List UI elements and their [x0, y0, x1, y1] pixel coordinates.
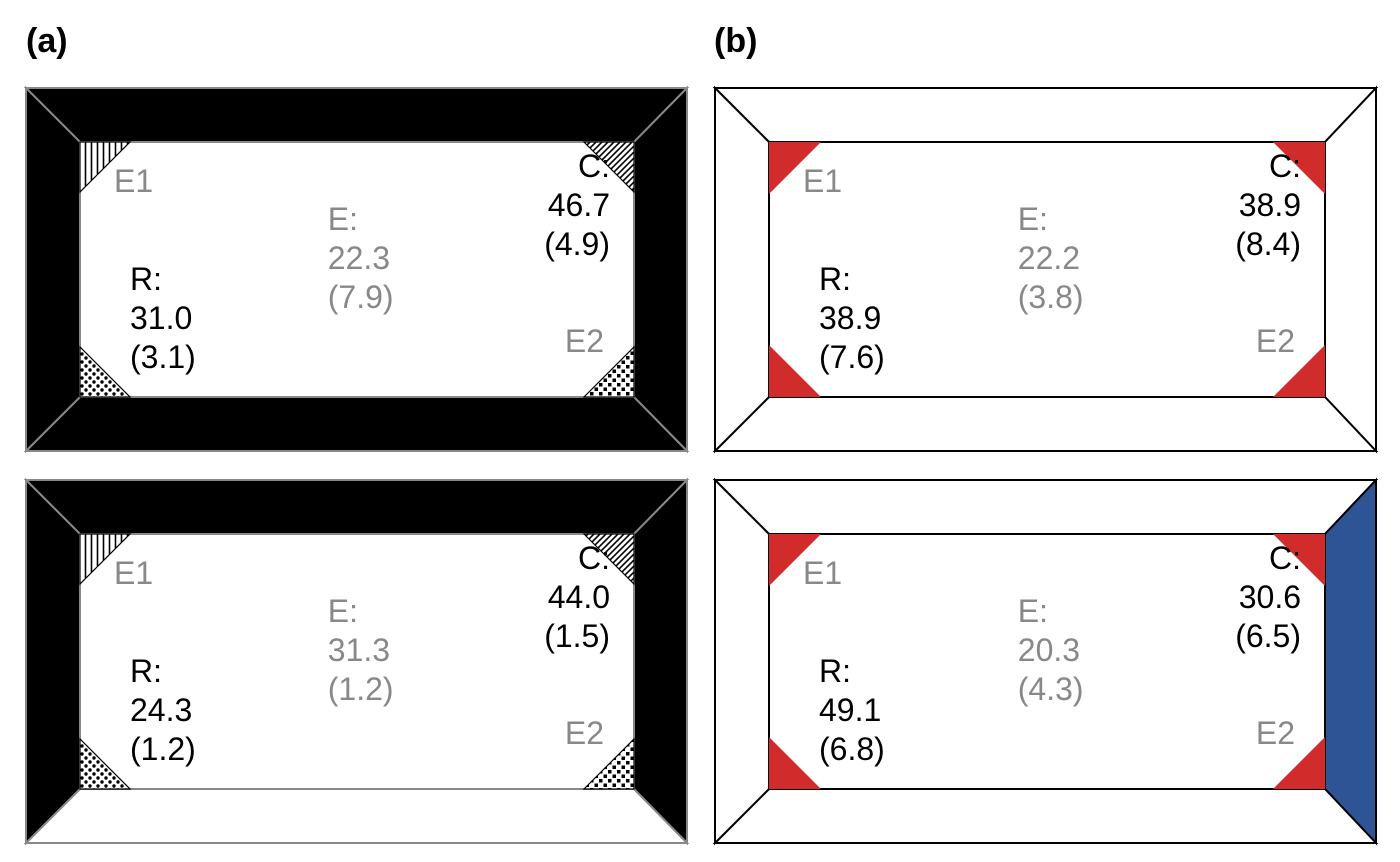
corner-zone-tr [1273, 534, 1325, 586]
wall-bottom [23, 788, 690, 844]
label-e2: E2 [565, 323, 604, 359]
label-c-value: 46.7 [548, 187, 610, 223]
corner-zone-br [582, 737, 635, 790]
corner-zone-tr [582, 533, 635, 586]
label-e1: E1 [803, 555, 842, 591]
label-e1: E1 [803, 163, 842, 199]
label-c-head: C: [578, 148, 610, 184]
label-r-value: 49.1 [819, 692, 881, 728]
label-e-sd: (3.8) [1018, 279, 1084, 315]
label-c-sd: (4.9) [544, 226, 610, 262]
label-c-head: C: [1269, 540, 1301, 576]
label-c-head: C: [578, 540, 610, 576]
label-e-sd: (4.3) [1018, 671, 1084, 707]
wall-left [25, 85, 81, 454]
label-e-sd: (1.2) [328, 671, 394, 707]
corner-zone-bl [769, 737, 821, 789]
wall-top [712, 87, 1379, 143]
corner-zone-tr [1273, 142, 1325, 194]
arena-floor [768, 141, 1326, 398]
label-e-value: 22.3 [328, 240, 390, 276]
label-e-head: E: [1018, 201, 1048, 237]
label-r-head: R: [130, 653, 162, 689]
arena-floor [79, 141, 635, 398]
wall-right [1324, 477, 1377, 846]
corner-zone-br [1273, 345, 1325, 397]
corner-zone-tl [769, 142, 821, 194]
wall-bottom [23, 396, 690, 452]
label-e-head: E: [328, 201, 358, 237]
wall-bottom [712, 396, 1379, 452]
corner-zone-bl [79, 345, 132, 398]
wall-top [712, 479, 1379, 535]
label-r-sd: (1.2) [130, 731, 196, 767]
label-c-sd: (6.5) [1235, 618, 1301, 654]
corner-zone-tl [79, 533, 132, 586]
corner-zone-tl [79, 141, 132, 194]
label-r-value: 31.0 [130, 300, 192, 336]
label-e-head: E: [328, 593, 358, 629]
label-e-value: 22.2 [1018, 240, 1080, 276]
label-e-head: E: [1018, 593, 1048, 629]
wall-bottom [712, 788, 1379, 844]
label-e2: E2 [1256, 323, 1295, 359]
corner-zone-bl [79, 737, 132, 790]
label-e2: E2 [565, 715, 604, 751]
wall-right [1324, 85, 1377, 454]
label-r-sd: (3.1) [130, 339, 196, 375]
label-c-sd: (1.5) [544, 618, 610, 654]
wall-right [633, 477, 688, 846]
arena-floor [79, 533, 635, 790]
label-r-head: R: [130, 261, 162, 297]
label-r-head: R: [819, 261, 851, 297]
corner-zone-tl [769, 534, 821, 586]
wall-top [23, 479, 690, 535]
label-c-head: C: [1269, 148, 1301, 184]
wall-left [714, 85, 770, 454]
arena-floor [768, 533, 1326, 790]
label-e1: E1 [114, 163, 153, 199]
corner-zone-bl [769, 345, 821, 397]
label-e-value: 31.3 [328, 632, 390, 668]
label-r-value: 24.3 [130, 692, 192, 728]
label-e-value: 20.3 [1018, 632, 1080, 668]
label-c-value: 38.9 [1239, 187, 1301, 223]
panel-label-a: (a) [26, 22, 68, 60]
label-r-sd: (7.6) [819, 339, 885, 375]
label-r-head: R: [819, 653, 851, 689]
corner-zone-tr [582, 141, 635, 194]
label-c-sd: (8.4) [1235, 226, 1301, 262]
label-e-sd: (7.9) [328, 279, 394, 315]
corner-zone-br [582, 345, 635, 398]
label-r-sd: (6.8) [819, 731, 885, 767]
panel-label-b: (b) [714, 22, 758, 60]
label-e2: E2 [1256, 715, 1295, 751]
label-e1: E1 [114, 555, 153, 591]
label-r-value: 38.9 [819, 300, 881, 336]
wall-left [25, 477, 81, 846]
wall-right [633, 85, 688, 454]
wall-left [714, 477, 770, 846]
corner-zone-br [1273, 737, 1325, 789]
wall-top [23, 87, 690, 143]
label-c-value: 30.6 [1239, 579, 1301, 615]
label-c-value: 44.0 [548, 579, 610, 615]
